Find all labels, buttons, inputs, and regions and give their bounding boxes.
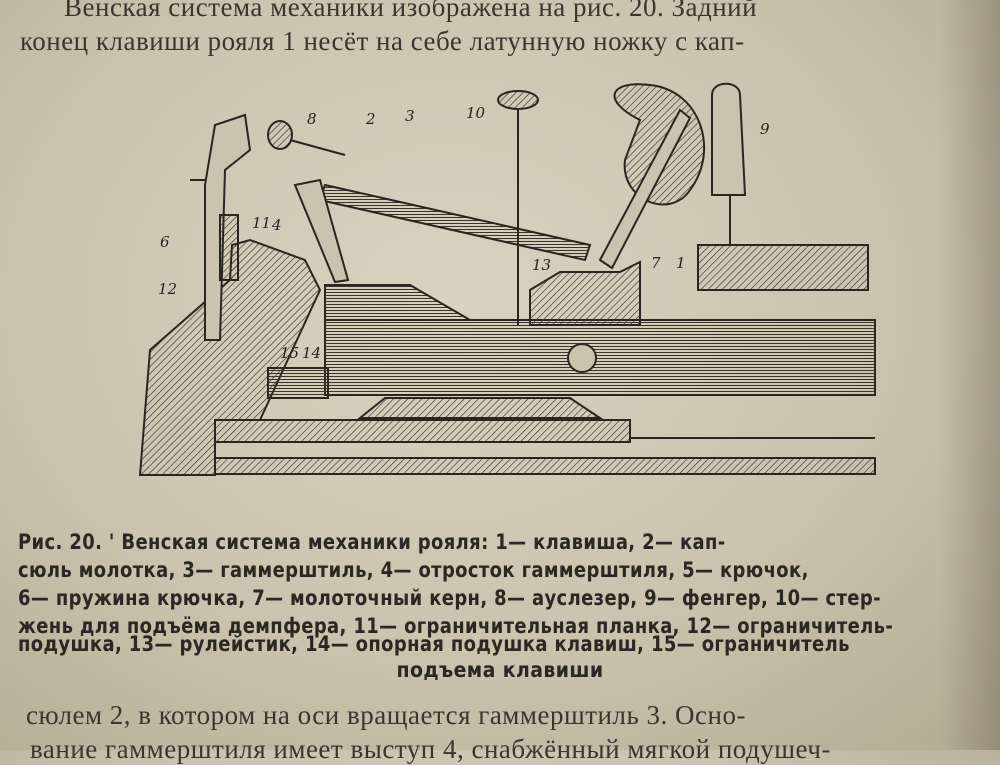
figure-label: 12 <box>158 280 177 298</box>
caption-line: жень для подъёма демпфера, 11— ограничит… <box>18 614 894 638</box>
caption-line: Рис. 20. ' Венская система механики роял… <box>18 530 726 554</box>
figure-label: 15 <box>280 344 299 362</box>
figure-label: 7 <box>651 254 661 272</box>
figure-label: 14 <box>302 344 321 362</box>
figure-label: 1 <box>676 254 686 272</box>
figure-label: 13 <box>532 256 551 274</box>
figure-label: 8 <box>307 110 317 128</box>
figure-labels: 1 2 3 4 6 7 8 9 10 11 12 13 14 15 <box>158 104 770 362</box>
figure-label: 10 <box>466 104 486 122</box>
figure-label: 11 <box>252 214 271 232</box>
figure-label: 6 <box>160 233 170 251</box>
figure-label: 2 <box>365 110 376 128</box>
caption-line: подушка, 13— рулейстик, 14— опорная поду… <box>18 632 850 656</box>
caption-line: подъема клавиши <box>396 658 604 682</box>
body-text-line: сюлем 2, в котором на оси вращается гамм… <box>26 700 746 730</box>
page-shadow <box>940 0 1000 750</box>
body-text-line: конец клавиши рояля 1 несёт на себе лату… <box>20 26 745 56</box>
caption-line: сюль молотка, 3— гаммерштиль, 4— отросто… <box>18 558 809 582</box>
figure-label: 9 <box>760 120 770 138</box>
figure-label: 4 <box>271 216 282 234</box>
piano-action-diagram: 1 2 3 4 6 7 8 9 10 11 12 13 14 15 <box>138 82 876 476</box>
caption-line: 6— пружина крючка, 7— молоточный керн, 8… <box>18 586 881 610</box>
body-text-line: Венская система механики изображена на р… <box>64 0 758 22</box>
figure-label: 3 <box>405 107 415 125</box>
